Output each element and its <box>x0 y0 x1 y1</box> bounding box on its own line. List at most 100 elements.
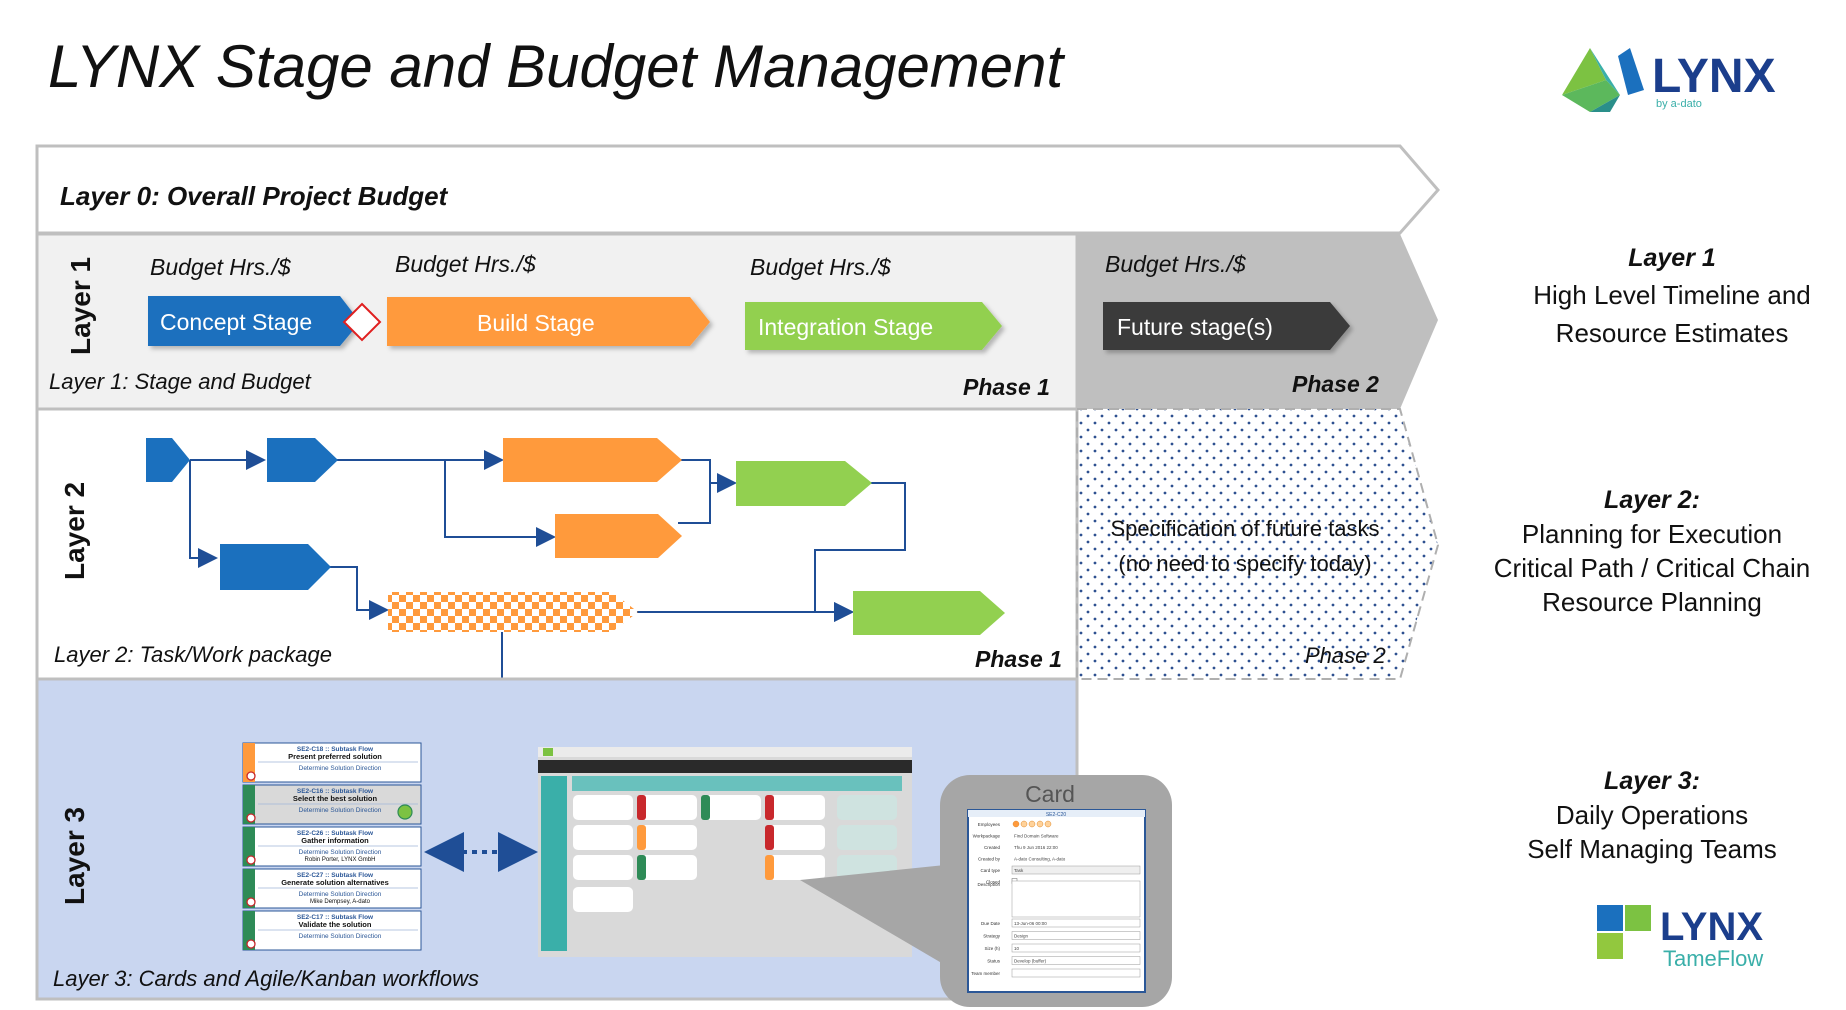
subtask-sub: Determine Solution Direction <box>299 849 382 856</box>
subtask-title: Validate the solution <box>299 920 372 929</box>
task-blue-a <box>267 438 338 482</box>
subtask-person: Robin Porter, LYNX GmbH <box>305 857 376 863</box>
subtask-header: SE2-C16 :: Subtask Flow <box>297 788 374 795</box>
subtask-alert-icon <box>246 813 256 823</box>
task-checkered <box>388 592 638 632</box>
subtask-title: Present preferred solution <box>288 752 382 761</box>
layer2-future-area <box>1076 408 1440 680</box>
kanban-card[interactable] <box>837 825 897 850</box>
card-field-value: 13-Jun-06 00:00 <box>1014 921 1047 926</box>
page-title: LYNX Stage and Budget Management <box>48 33 1066 100</box>
subtask-alert-icon <box>246 897 256 907</box>
kanban-card[interactable] <box>637 855 697 880</box>
subtask-title: Select the best solution <box>293 794 378 803</box>
kanban-card[interactable] <box>637 795 697 820</box>
card-field-input[interactable] <box>1011 956 1141 965</box>
subtask-header: SE2-C18 :: Subtask Flow <box>297 746 374 753</box>
card-field-rating[interactable] <box>1028 820 1036 828</box>
card-field-label: Employees <box>978 822 1001 827</box>
subtask-sub: Determine Solution Direction <box>299 933 382 940</box>
kanban-card[interactable] <box>573 887 633 912</box>
logo-top-name: LYNX <box>1652 50 1776 103</box>
card-field-textarea[interactable] <box>1011 880 1141 918</box>
card-field-rating[interactable] <box>1044 820 1052 828</box>
right-layer2-line1: Planning for Execution <box>1522 519 1782 549</box>
subtask-title: Generate solution alternatives <box>281 878 389 887</box>
card-field-value: Design <box>1014 934 1029 939</box>
card-field-label: Closed <box>986 880 1001 885</box>
right-layer3-line2: Self Managing Teams <box>1527 834 1777 864</box>
subtask-card-bg <box>242 742 422 783</box>
card-field-input[interactable] <box>1011 931 1141 940</box>
kanban-card[interactable] <box>765 825 825 850</box>
card-field-rating[interactable] <box>1020 820 1028 828</box>
card-form-header: SE2-C20 <box>1046 812 1067 818</box>
card-field-value: 10 <box>1014 946 1020 951</box>
stage-future: Future stage(s) <box>1103 302 1350 350</box>
right-layer2-heading: Layer 2: <box>1604 486 1700 514</box>
kanban-card-status <box>637 855 646 880</box>
card-callout-pointer <box>800 865 945 965</box>
layer1-budget-4: Budget Hrs./$ <box>1105 251 1247 277</box>
milestone-diamond <box>342 302 382 342</box>
kanban-card[interactable] <box>573 855 633 880</box>
kanban-card-status <box>765 855 774 880</box>
card-field-input[interactable] <box>1011 968 1141 978</box>
right-layer3-heading: Layer 3: <box>1604 767 1700 795</box>
logo-bottom-name: LYNX <box>1660 905 1763 949</box>
card-field-label: Strategy <box>983 934 1001 939</box>
card-field-label: Description <box>977 882 1000 887</box>
layer1-phase1: Phase 1 <box>963 374 1050 400</box>
card-field-rating[interactable] <box>1012 820 1020 828</box>
subtask-header: SE2-C27 :: Subtask Flow <box>297 872 374 879</box>
card-field-label: Workpackage <box>973 834 1001 839</box>
card-field-value: Task <box>1014 868 1024 873</box>
layer2-phase1: Phase 1 <box>975 646 1062 672</box>
subtask-alert-icon <box>246 771 256 781</box>
layer2-side-label: Layer 2 <box>59 482 90 580</box>
card-field-input[interactable] <box>1011 943 1141 953</box>
future-tasks-text-1: Specification of future tasks <box>1110 516 1379 541</box>
task-orange-a <box>503 438 682 482</box>
subtask-title: Gather information <box>301 836 369 845</box>
subtask-header: SE2-C17 :: Subtask Flow <box>297 914 374 921</box>
kanban-card[interactable] <box>573 795 633 820</box>
layer1-budget-3: Budget Hrs./$ <box>750 254 892 280</box>
stage-integration-label: Integration Stage <box>758 314 933 340</box>
subtask-header: SE2-C26 :: Subtask Flow <box>297 830 374 837</box>
layer2-phase2: Phase 2 <box>1305 643 1386 668</box>
kanban-card[interactable] <box>765 855 825 880</box>
future-tasks-text-2: (no need to specify today) <box>1118 551 1371 576</box>
right-layer1-heading: Layer 1 <box>1628 244 1716 272</box>
subtask-check-icon <box>397 804 413 820</box>
right-layer1-line2: Resource Estimates <box>1556 318 1789 348</box>
kanban-card-status <box>765 825 774 850</box>
kanban-card[interactable] <box>701 795 761 820</box>
card-field-input[interactable] <box>1011 865 1141 875</box>
right-layer3-line1: Daily Operations <box>1556 800 1748 830</box>
kanban-card-status <box>701 795 710 820</box>
subtask-sub: Determine Solution Direction <box>299 765 382 772</box>
layer1-phase2: Phase 2 <box>1292 371 1379 397</box>
kanban-card[interactable] <box>573 825 633 850</box>
card-field-value: Thu 9 Jun 2016 22:00 <box>1014 845 1058 850</box>
card-field-label: Size (h) <box>984 946 1000 951</box>
logo-top-tagline: by a-dato <box>1656 98 1702 110</box>
card-field-rating[interactable] <box>1036 820 1044 828</box>
kanban-card[interactable] <box>765 795 825 820</box>
layer1-budget-1: Budget Hrs./$ <box>150 254 292 280</box>
stage-integration: Integration Stage <box>745 302 1002 350</box>
kanban-card[interactable] <box>837 795 897 820</box>
kanban-card[interactable] <box>637 825 697 850</box>
subtask-card-bg <box>242 910 422 951</box>
right-layer2-line3: Resource Planning <box>1542 587 1762 617</box>
lynx-tameflow-logo: LYNX TameFlow <box>1597 905 1763 971</box>
card-field-input[interactable] <box>1011 918 1141 928</box>
subtask-card-bg <box>242 826 422 867</box>
